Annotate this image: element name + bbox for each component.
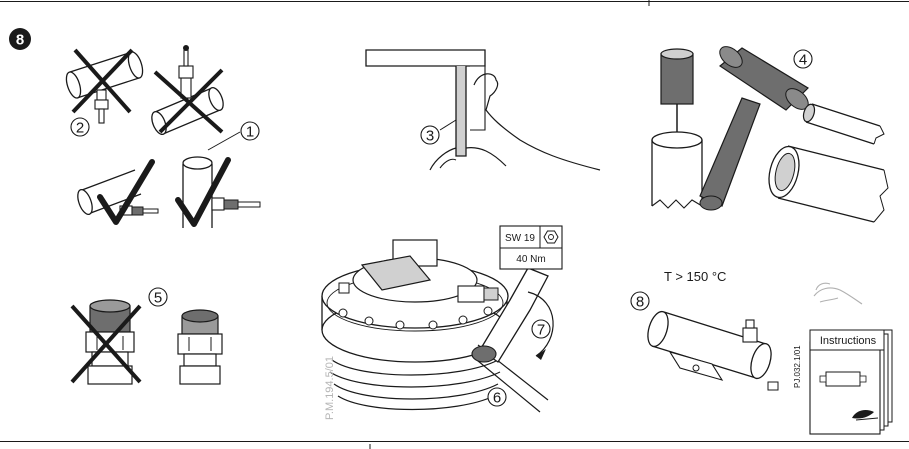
booklet-code: PJ.032.1/01: [793, 345, 802, 388]
temperature-panel: T > 150 °C 8 Instructions: [630, 269, 893, 435]
callout-4: 4: [793, 49, 813, 69]
wrench-illustration: [471, 267, 549, 363]
instructions-booklet: Instructions: [809, 329, 893, 435]
callout-7: 7: [531, 319, 551, 339]
hammer-illustration: [699, 46, 809, 211]
hammer-pipe-panel: 4: [651, 46, 889, 223]
svg-text:8: 8: [636, 294, 644, 311]
instructions-title: Instructions: [820, 335, 877, 347]
large-pipe-illustration: [768, 145, 889, 223]
svg-text:6: 6: [493, 390, 501, 407]
cross-mark-icon: [153, 68, 224, 134]
pipe-valve-above-illustration: [151, 45, 224, 136]
valve-body-illustration: [321, 239, 549, 413]
figure-code: P.M.194.5/01: [324, 356, 336, 420]
valve-wrench-panel: 7 6 SW 19 40 Nm P.M.194.5/01: [321, 225, 563, 420]
hex-nut-icon: [543, 230, 559, 244]
step-badge: 8: [9, 28, 31, 50]
wrench-spec-box: SW 19 40 Nm: [499, 225, 563, 270]
wrench-size-label: SW 19: [505, 233, 535, 244]
svg-text:3: 3: [426, 128, 434, 145]
pipe-valve-below-illustration: [65, 51, 144, 124]
step-number: 8: [16, 32, 24, 49]
check-mark-icon: [175, 157, 231, 227]
svg-text:2: 2: [76, 120, 84, 137]
callout-3: 3: [420, 125, 440, 145]
callout-2: 2: [70, 117, 90, 137]
pipe-vertical-valve-illustration: [182, 156, 261, 228]
sensor-cylinder-illustration: [647, 310, 779, 391]
callout-5: 5: [148, 287, 168, 307]
callout-6: 6: [487, 387, 507, 407]
callout-8: 8: [630, 291, 650, 311]
valve-cap-panel: 5: [70, 287, 223, 385]
svg-text:5: 5: [154, 290, 162, 307]
torque-label: 40 Nm: [516, 254, 545, 265]
cross-mark-icon: [70, 304, 142, 384]
pipe-orientation-panel: 2: [65, 45, 261, 228]
svg-text:7: 7: [537, 322, 545, 339]
hand-bracket-panel: 3: [365, 49, 601, 171]
insert-sleeve-illustration: [660, 48, 694, 105]
hand-illustration: [429, 73, 601, 171]
small-pipe-illustration: [802, 103, 885, 145]
pipe-vertical-illustration: [651, 131, 703, 209]
check-mark-icon: [97, 159, 155, 225]
rotation-arrow-icon: [527, 291, 554, 357]
pointing-hand-icon: [813, 282, 863, 305]
cross-mark-icon: [71, 48, 134, 114]
svg-text:4: 4: [799, 52, 807, 69]
svg-text:1: 1: [246, 124, 254, 141]
temperature-label: T > 150 °C: [664, 269, 726, 284]
valve-cap-correct-illustration: [177, 309, 223, 385]
callout-1: 1: [240, 121, 260, 141]
danfoss-logo: [852, 410, 879, 421]
